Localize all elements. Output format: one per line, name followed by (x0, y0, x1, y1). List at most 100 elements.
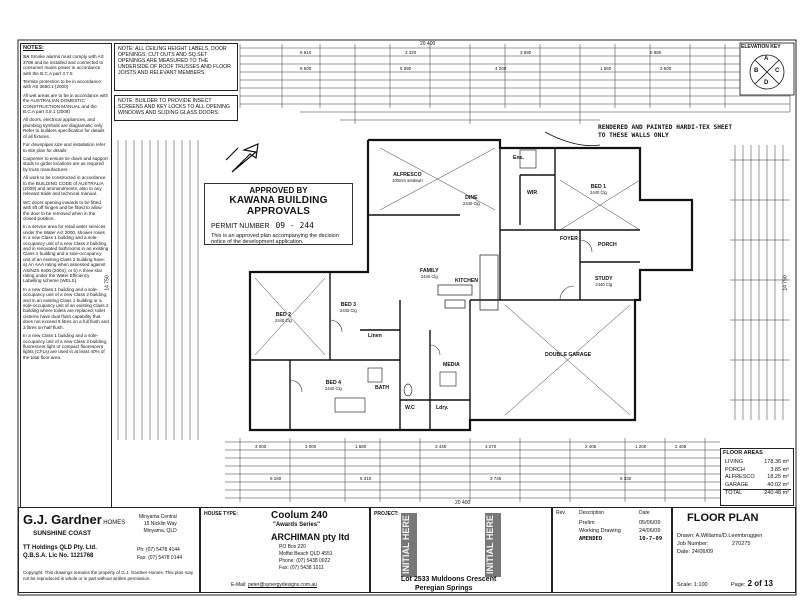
drafter-phone: Phone: (07) 5438 0022 (279, 558, 331, 564)
drafter-address: PO Box 220 Moffat Beach QLD 4551 Phone: … (279, 544, 333, 572)
email-address[interactable]: peter@synergydesigns.com.au (247, 582, 317, 588)
room-label: W.C (405, 405, 415, 411)
note-shower-roses: In a service area for retail water servi… (23, 224, 109, 284)
elevation-key-title: ELEVATION KEY (741, 44, 781, 50)
top-dimension-ticks (239, 44, 791, 124)
title-sheet-block: FLOOR PLAN Drawn: A.Williams/D.Leembrugg… (672, 507, 796, 593)
title-project-block: PROJECT: INITIAL HERE INITIAL HERE Lot 2… (370, 507, 552, 593)
room-label: Ens. (513, 155, 524, 161)
notes-panel: NOTES: SA Smoke alarms must comply with … (20, 43, 112, 573)
stamp-line4: This is an approved plan accompanying th… (211, 233, 339, 245)
title-revisions-block: Rev Description Date Prelim 05/06/09 Wor… (552, 507, 672, 593)
room-kitchen: KITCHEN (455, 278, 478, 284)
drawn-label: Drawn: (677, 533, 695, 539)
dim-top-5: 5 600 (300, 66, 312, 71)
room-label: KITCHEN (455, 278, 479, 284)
note-bca: All work to be constructed in accordance… (23, 175, 106, 197)
sheet-page: Page: 2 of 13 (731, 579, 773, 588)
note-toilets: In a new Class 1 building and a sole-occ… (23, 286, 109, 330)
rev-1-desc: Prelim (579, 520, 595, 526)
fax-number: (07) 5478 0144 (148, 555, 183, 561)
fax-label: Fax: (137, 555, 147, 561)
room-ceiling: 2440 Clg (340, 308, 357, 313)
project-label: PROJECT: (374, 511, 399, 517)
area-value: 3.85 m² (770, 466, 789, 473)
dim-bottom-4: 3 445 (435, 444, 447, 449)
room-label: Linen (368, 333, 382, 339)
note-wc-doors: WC doors opening inwards to be fitted wi… (23, 199, 102, 221)
room-ceiling: 2440 Clg (463, 201, 480, 206)
room-bed2: BED 2 2440 Clg (275, 312, 292, 323)
builder-note: NOTE: BUILDER TO PROVIDE INSECT SCREENS … (114, 95, 238, 121)
scale-label: Scale: (677, 582, 693, 588)
dim-bottom-total: 20 400 (455, 500, 471, 506)
note-fixtures: All doors, electrical appliances, and pl… (23, 117, 105, 139)
bath-fixtures (334, 149, 537, 413)
handwritten-leader (544, 131, 601, 147)
elevation-letter-d: D (764, 80, 769, 86)
room-linen: Linen (368, 333, 382, 339)
dim-bottom-1: 3 000 (255, 444, 267, 449)
rev-1-date: 05/06/09 (639, 520, 661, 526)
room-label: FAMILY (420, 268, 439, 274)
area-value: 240.48 m² (764, 490, 789, 497)
room-study: STUDY 2440 Clg (595, 276, 613, 287)
room-wc: W.C (405, 405, 415, 411)
room-bed1: BED 1 2440 Clg (590, 184, 607, 195)
dim-top-9: 3 600 (660, 66, 672, 71)
copyright-notice: Copyright. This drawings remains the pro… (23, 570, 194, 581)
room-ldry: Ldry. (436, 405, 448, 411)
elevation-letter-c: C (775, 68, 780, 74)
roof-lines (254, 147, 641, 416)
desc-header: Description (579, 510, 605, 516)
company-licence: TT Holdings QLD Pty. Ltd. Q.B.S.A. Lic N… (23, 544, 97, 560)
room-label: BED 2 (275, 312, 292, 318)
handwritten-note: RENDERED AND PAINTED HARDI-TEX SHEET TO … (598, 124, 733, 139)
room-ens: Ens. (513, 155, 524, 161)
drawn-by: A.Williams/D.Leembruggen (695, 533, 763, 539)
note-termite: Termite protection to be in accordance w… (23, 79, 101, 90)
note-wet-areas: All wet areas are to be in accordance wi… (23, 92, 109, 115)
company-region: SUNSHINE COAST (33, 530, 92, 537)
room-ceiling: 2440 Clg (275, 318, 292, 323)
holding-company: TT Holdings QLD Pty. Ltd. (23, 545, 97, 551)
dim-top-3: 3 590 (520, 50, 532, 55)
elevation-letter-b: B (754, 68, 759, 74)
left-dimension-lines (117, 140, 199, 440)
initial-here-stamp-right: INITIAL HERE (485, 513, 501, 577)
page-label: Page: (731, 582, 746, 588)
rev-3-date: 10-7-09 (639, 536, 663, 542)
office-addr2: Minyama, QLD (143, 528, 177, 534)
phone-label: Ph: (137, 547, 145, 553)
dim-top-8: 1 550 (600, 66, 612, 71)
dim-top-7: 4 200 (495, 66, 507, 71)
area-value: 178.36 m² (764, 459, 789, 465)
room-porch: PORCH (598, 242, 617, 248)
rev-header: Rev (556, 510, 565, 516)
rev-2-date: 24/06/09 (639, 528, 661, 534)
office-addr1: 15 Nicklin Way (143, 521, 177, 527)
stamp-permit-label: PERMIT NUMBER (211, 223, 270, 230)
external-walls (248, 138, 694, 432)
dim-bottom-10: 5 310 (360, 476, 372, 481)
room-label: WIR (527, 190, 538, 196)
title-house-type-block: HOUSE TYPE: Coolum 240 "Awards Series" A… (200, 507, 370, 593)
room-label: BED 4 (325, 380, 342, 386)
date-label: Date: (677, 549, 691, 555)
drafter-addr1: PO Box 220 (279, 544, 306, 550)
area-name: TOTAL (725, 490, 743, 497)
sheet-title: FLOOR PLAN (687, 512, 759, 524)
dim-bottom-3: 1 680 (355, 444, 367, 449)
door-swings (289, 239, 593, 393)
room-bed4: BED 4 2440 Clg (325, 380, 342, 391)
dim-bottom-6: 2 405 (585, 444, 597, 449)
stamp-permit-number: 09 - 244 (275, 221, 314, 230)
note-smoke-alarm: SA Smoke alarms must comply with AS 3786… (23, 54, 109, 76)
stamp-line2: KAWANA BUILDING APPROVALS (229, 195, 328, 217)
area-name: LIVING (725, 459, 744, 465)
company-logo: G.J. Gardner HOMES (23, 512, 125, 527)
note-text: Smoke alarms must comply with AS 3786 an… (23, 54, 104, 76)
office-address: Minyama Central 15 Nicklin Way Minyama, … (139, 514, 177, 535)
